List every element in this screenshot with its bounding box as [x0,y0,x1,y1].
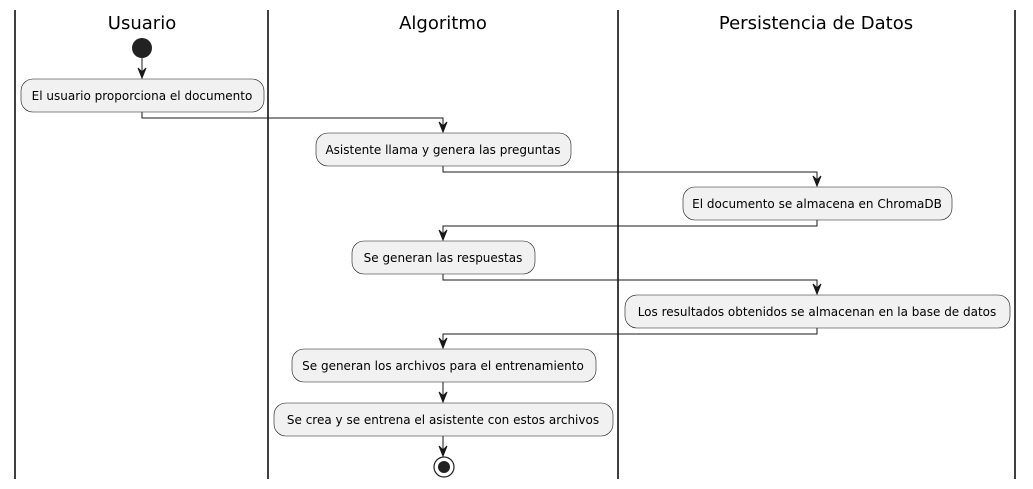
flow-a2-a3 [442,166,822,188]
flow-a7-end [438,436,448,458]
activity-store-chromadb: El documento se almacena en ChromaDB [682,186,953,221]
activity-provide-document: El usuario proporciona el documento [20,78,265,113]
activity-train-assistant: Se crea y se entrena el asistente con es… [273,402,614,437]
activity-generate-training-files: Se generan los archivos para el entrenam… [291,348,597,383]
flow-a4-a5 [442,274,822,296]
lane-title-persistencia: Persistencia de Datos [719,13,913,34]
flow-a1-a2 [141,112,448,134]
activity-store-results: Los resultados obtenidos se almacenan en… [624,294,1011,329]
activity-label: El documento se almacena en ChromaDB [692,197,942,211]
flow-start-a1 [137,58,147,80]
activity-label: Asistente llama y genera las preguntas [325,143,560,157]
flow-a5-a6 [438,328,818,350]
lane-title-usuario: Usuario [108,13,176,34]
lane-title-algoritmo: Algoritmo [399,13,487,34]
activity-label: Los resultados obtenidos se almacenan en… [638,305,997,319]
start-node [132,38,152,58]
activity-label: Se generan las respuestas [364,251,523,265]
flow-a6-a7 [438,382,448,404]
activity-label: Se generan los archivos para el entrenam… [302,359,584,373]
activity-label: El usuario proporciona el documento [32,89,253,103]
end-node [433,456,455,478]
activity-generate-answers: Se generan las respuestas [351,240,536,275]
activity-generate-questions: Asistente llama y genera las preguntas [315,132,572,167]
flow-a3-a4 [438,220,818,242]
activity-label: Se crea y se entrena el asistente con es… [287,413,599,427]
